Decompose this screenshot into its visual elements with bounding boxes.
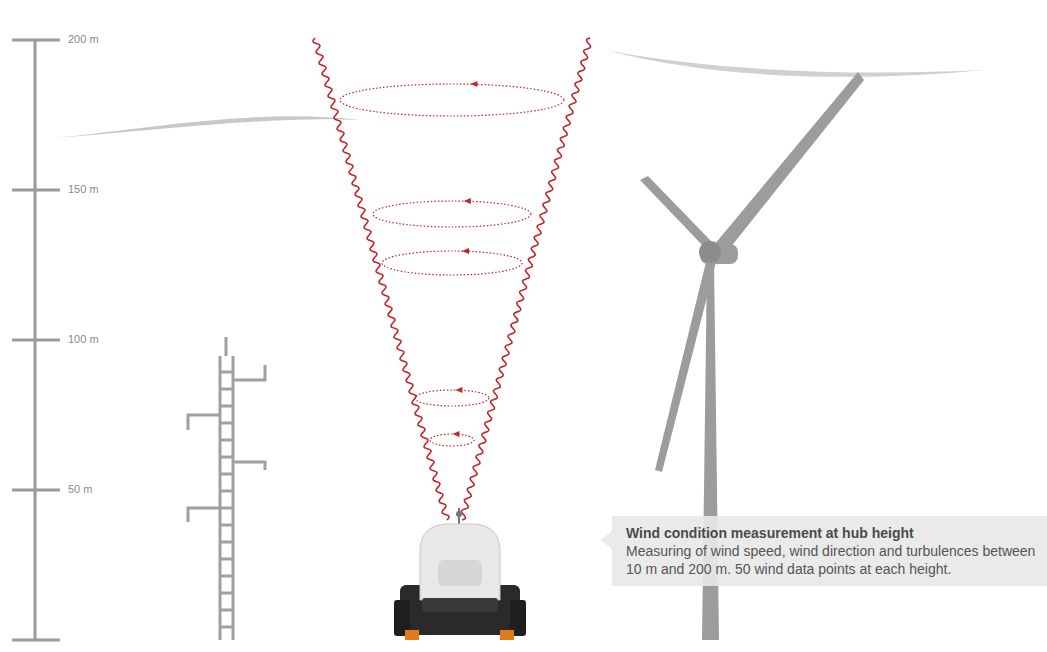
- wind-swoosh: [605, 50, 985, 77]
- lidar-beam: [313, 38, 449, 520]
- lidar-beam: [461, 38, 590, 520]
- wind-swoosh: [55, 116, 360, 138]
- callout-pointer: [600, 531, 612, 549]
- height-scale: [12, 40, 60, 640]
- height-label: 100 m: [68, 333, 99, 345]
- scan-ring: [373, 198, 531, 227]
- scan-ring: [382, 248, 522, 275]
- height-label: 200 m: [68, 33, 99, 45]
- scan-ring: [340, 81, 564, 116]
- height-label: 150 m: [68, 183, 99, 195]
- lidar-device: [394, 508, 526, 640]
- callout-body: Measuring of wind speed, wind direction …: [626, 542, 1037, 578]
- height-label: 50 m: [68, 483, 92, 495]
- scan-ring: [430, 431, 474, 446]
- met-mast: [188, 337, 265, 640]
- callout-heading: Wind condition measurement at hub height: [626, 524, 1037, 542]
- scan-ring: [415, 387, 489, 406]
- callout-box: Wind condition measurement at hub height…: [612, 516, 1047, 586]
- lidar-beam-cone: [313, 38, 590, 520]
